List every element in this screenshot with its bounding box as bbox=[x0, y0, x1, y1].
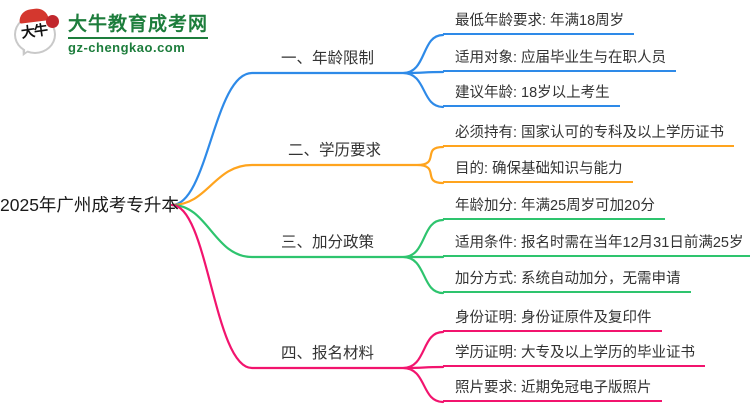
branch-node-education-requirement: 二、学历要求 bbox=[287, 142, 381, 159]
leaf-node-bonus-policy-1: 年龄加分: 年满25周岁可加20分 bbox=[443, 194, 665, 220]
logo-divider bbox=[68, 37, 209, 39]
leaf-node-bonus-policy-2: 适用条件: 报名时需在当年12月31日前满25岁 bbox=[443, 231, 750, 257]
branch-node-bonus-policy: 三、加分政策 bbox=[280, 234, 374, 251]
branch-node-age-limit: 一、年龄限制 bbox=[280, 50, 374, 67]
branch-line-bonus-policy bbox=[170, 203, 445, 295]
site-title: 大牛教育成考网 bbox=[68, 14, 209, 35]
branch-line-registration-materials bbox=[170, 203, 445, 404]
logo-red-seal bbox=[46, 15, 59, 28]
leaf-node-registration-materials-3: 照片要求: 近期免冠电子版照片 bbox=[443, 376, 662, 402]
site-logo: 大牛 大牛教育成考网 gz-chengkao.com bbox=[14, 7, 209, 59]
leaf-node-age-limit-2: 适用对象: 应届毕业生与在职人员 bbox=[443, 46, 677, 72]
leaf-node-registration-materials-1: 身份证明: 身份证原件及复印件 bbox=[443, 306, 662, 332]
leaf-node-age-limit-3: 建议年龄: 18岁以上考生 bbox=[443, 81, 620, 107]
leaf-node-bonus-policy-3: 加分方式: 系统自动加分，无需申请 bbox=[443, 267, 691, 293]
leaf-node-education-requirement-1: 必须持有: 国家认可的专科及以上学历证书 bbox=[443, 121, 735, 147]
branch-line-age-limit bbox=[170, 33, 445, 207]
root-node: 2025年广州成考专升本 bbox=[0, 195, 179, 215]
leaf-node-education-requirement-2: 目的: 确保基础知识与能力 bbox=[443, 157, 633, 183]
branch-node-registration-materials: 四、报名材料 bbox=[280, 345, 374, 362]
branch-line-education-requirement bbox=[170, 145, 445, 207]
site-domain: gz-chengkao.com bbox=[68, 40, 186, 55]
leaf-node-age-limit-1: 最低年龄要求: 年满18周岁 bbox=[443, 9, 635, 35]
logo-text-block: 大牛教育成考网 gz-chengkao.com bbox=[68, 8, 209, 55]
leaf-node-registration-materials-2: 学历证明: 大专及以上学历的毕业证书 bbox=[443, 341, 706, 367]
daniu-logo-icon: 大牛 bbox=[14, 7, 60, 59]
